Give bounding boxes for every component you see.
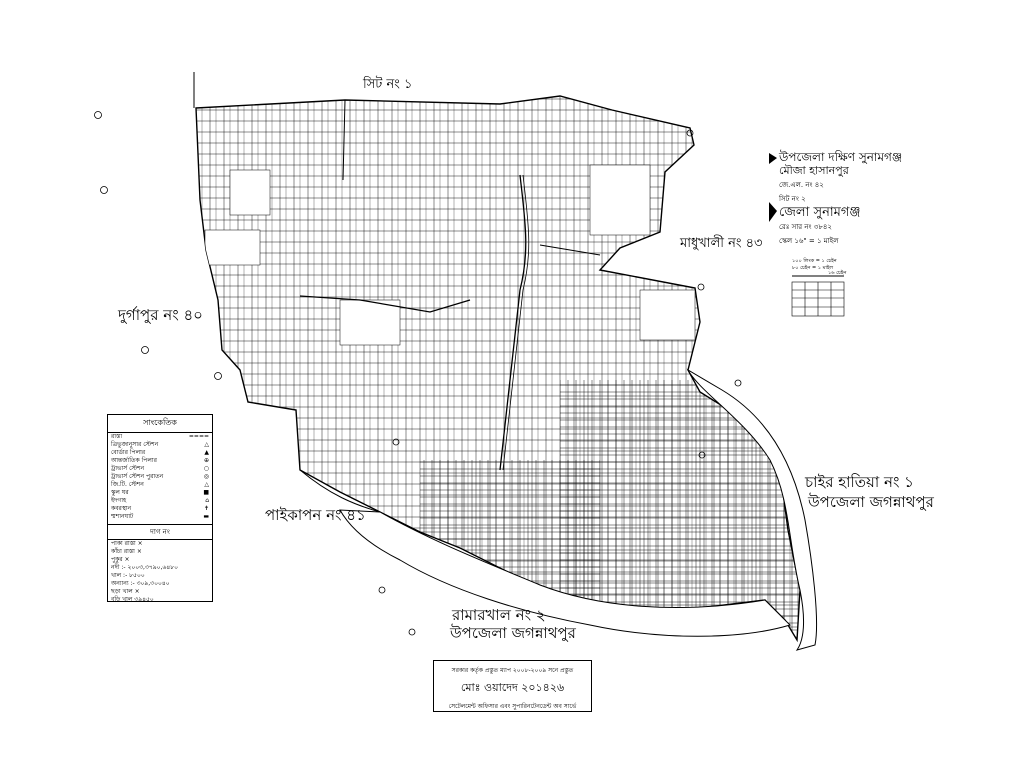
- legend-row: জি.টি. স্টেশন △: [108, 481, 212, 489]
- district-title: জেলা সুনামগঞ্জ: [779, 205, 861, 220]
- legend-title: সাংকেতিক: [108, 415, 212, 433]
- jl-number: জে.এল. নং ৪২: [779, 181, 824, 189]
- scale-text: স্কেল ১৬" = ১ মাইল: [779, 237, 839, 245]
- legend-symbol-icon: △: [204, 481, 209, 488]
- legend-symbol-icon: ◎: [203, 473, 209, 480]
- legend-row: ত্রিভুজানুসার স্টেশন △: [108, 441, 212, 449]
- signature-stamp: মোঃ ওয়াদেদ ২০১৪২৬: [460, 681, 565, 694]
- legend-row-label: ত্রিভুজানুসার স্টেশন: [111, 441, 159, 448]
- legend-rows: রাস্তা====ত্রিভুজানুসার স্টেশন△বোর্ডার প…: [108, 433, 212, 521]
- sheet-number: সিট নং ২: [779, 195, 806, 203]
- west-mouza-label: দুর্গাপুর নং ৪০: [118, 306, 203, 324]
- legend-row: আন্তর্জাতিক পিলার ⊕: [108, 457, 212, 465]
- legend-row-label: কবরস্থান: [111, 505, 132, 512]
- legend-plot-item: ছড়া খাল ×: [111, 588, 140, 595]
- certification-box: সরকার কর্তৃক প্রস্তুত ম্যাপ ২০০৮-২০০৯ সন…: [433, 660, 592, 712]
- east-mouza-label: মাধুখালী নং ৪৩: [680, 236, 763, 251]
- legend-row-label: বোর্ডার পিলার: [111, 449, 146, 456]
- legend-plot-item: অন্যান্য :- ৩০৯,৩০০৪০: [111, 580, 170, 587]
- scale-note-3: ১৬ চেইন: [828, 270, 847, 276]
- legend-row-label: রাস্তা: [111, 433, 123, 440]
- legend-row-label: ট্রাভার্স স্টেশন পুরাতন: [111, 473, 164, 480]
- legend-plot-item: বড়ি খাল ৩৯৪৫০: [111, 596, 154, 603]
- certification-line-2: সেটেলমেন্ট অফিসার এবং সুপারিনটেনডেন্ট অব…: [448, 703, 577, 710]
- legend-row: ট্রাভার্স স্টেশন ○: [108, 465, 212, 473]
- legend-symbol-icon: ✝: [203, 505, 209, 512]
- scale-note-2: ৮০ চেইন = ১ মাইল: [792, 265, 834, 271]
- legend-plot-item: খাল :- ৮৫০০: [111, 572, 145, 579]
- legend-row-label: ট্রাভার্স স্টেশন: [111, 465, 145, 472]
- legend-symbol-icon: ▲: [204, 449, 209, 456]
- southeast-upazila-label: উপজেলা জগন্নাথপুর: [808, 493, 934, 511]
- legend-row: ইদগাহ ⌂: [108, 497, 212, 505]
- legend-row: স্কুল ঘর ■: [108, 489, 212, 497]
- legend-row-label: ইদগাহ: [111, 497, 127, 504]
- legend-symbol-icon: △: [204, 441, 209, 448]
- southwest-mouza-label: পাইকাপন নং ৪১: [265, 506, 366, 524]
- legend-symbol-icon: ■: [203, 489, 209, 496]
- legend-plot-item: কাঁচা রাস্তা ×: [111, 548, 142, 555]
- south-mouza-label: রামারখাল নং ২: [452, 606, 546, 624]
- scale-note-1: ১০০ লিংক = ১ চেইন: [792, 258, 837, 264]
- top-sheet-label: সিট নং ১: [363, 77, 413, 92]
- certification-line-1: সরকার কর্তৃক প্রস্তুত ম্যাপ ২০০৮-২০০৯ সন…: [451, 667, 574, 674]
- legend-subtitle: দাগ নং: [108, 524, 212, 540]
- legend-row-label: আন্তর্জাতিক পিলার: [111, 457, 157, 464]
- legend-symbol-icon: ▬: [203, 513, 209, 520]
- legend-plot-item: নদী :- ২০০৩,৩৭৯০,৬৪৮০: [111, 564, 179, 571]
- legend-symbol-icon: ○: [203, 465, 209, 472]
- legend-row: বোর্ডার পিলার ▲: [108, 449, 212, 457]
- upazila-title: উপজেলা দক্ষিণ সুনামগঞ্জ: [779, 150, 903, 164]
- register-number: রেঃ সার নং ৩৮৪২: [779, 223, 832, 231]
- legend-row-label: শ্মশানঘাট: [111, 513, 134, 520]
- legend-plot-item: পুকুর ×: [111, 556, 130, 563]
- legend-symbol-icon: ⌂: [205, 497, 209, 504]
- south-upazila-label: উপজেলা জগন্নাথপুর: [450, 624, 576, 642]
- legend-row-label: স্কুল ঘর: [111, 489, 129, 496]
- legend-symbol-icon: ⊕: [203, 457, 209, 464]
- legend-row: রাস্তা ====: [108, 433, 212, 441]
- legend-row: ট্রাভার্স স্টেশন পুরাতন ◎: [108, 473, 212, 481]
- southeast-mouza-label: চাইর হাতিয়া নং ১: [805, 473, 914, 491]
- title-block: উপজেলা দক্ষিণ সুনামগঞ্জ মৌজা হাসানপুর জে…: [779, 150, 902, 248]
- legend-symbol-icon: ====: [188, 433, 209, 440]
- legend-box: সাংকেতিক রাস্তা ==== ত্রিভুজানুসার স্টেশন △…: [107, 414, 213, 604]
- legend-items: পাকা রাস্তা ×কাঁচা রাস্তা ×পুকুর ×নদী :-…: [108, 540, 212, 604]
- legend-row: শ্মশানঘাট ▬: [108, 513, 212, 521]
- legend-plot-item: পাকা রাস্তা ×: [111, 540, 143, 547]
- legend-row-label: জি.টি. স্টেশন: [111, 481, 144, 488]
- legend-row: কবরস্থান ✝: [108, 505, 212, 513]
- mouza-title: মৌজা হাসানপুর: [779, 164, 849, 177]
